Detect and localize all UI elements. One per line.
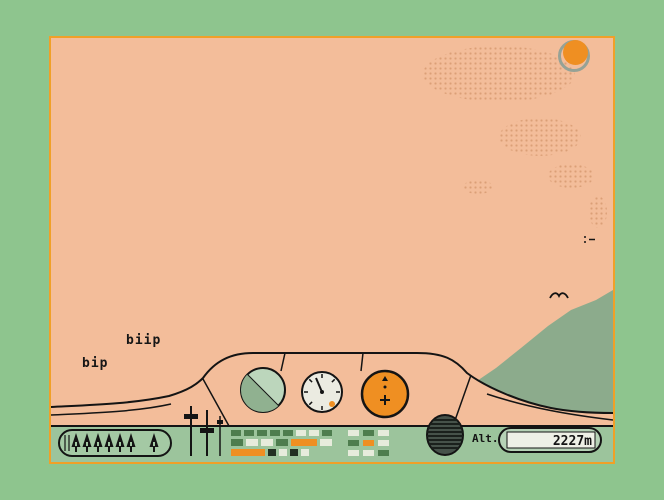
missile-icon [82,433,92,452]
missile-icon [149,433,159,452]
dashboard-seam [486,393,613,421]
dashboard-outline [51,352,613,414]
indicator-segment [378,440,389,446]
indicator-segment [363,450,374,456]
sound-effect-text: biip [126,333,162,348]
throttle-lever [184,406,198,456]
indicator-segment [290,449,298,456]
distant-bird-icon [584,236,595,243]
radar-gauge [240,367,286,413]
indicator-segment [231,430,241,436]
indicator-segment [378,450,389,456]
cloud-dither [548,164,594,188]
indicator-segment [322,430,332,436]
indicator-segment [231,439,243,446]
indicator-segment [348,450,359,456]
missile-icon [93,433,103,452]
cloud-dither [589,196,607,228]
indicator-segment [348,440,359,446]
bird-icon [549,292,569,299]
missile-icon [104,433,114,452]
indicator-lights [231,430,389,456]
indicator-segment [261,439,273,446]
cloud-dither [463,180,493,194]
indicator-segment [320,439,332,446]
indicator-segment [309,430,319,436]
indicator-segment [279,449,287,456]
gauge-warning-dot [329,401,335,407]
game-screen[interactable]: biip bip [49,36,615,464]
indicator-segment [231,449,265,456]
indicator-segment [244,430,254,436]
dashboard-seam [202,352,472,427]
missile-icon [115,433,125,452]
dashboard-seam [51,403,172,416]
indicator-segment [348,430,359,436]
indicator-segment [363,430,374,436]
compass-gauge [360,369,410,419]
sound-effect-text: bip [82,356,109,371]
indicator-segment [296,430,306,436]
clock-gauge [301,371,343,413]
speaker-grille-icon [426,414,464,456]
altimeter-value: 2227m [553,434,592,449]
indicator-segment [301,449,309,456]
throttle-lever [217,416,223,456]
cloud-dither [423,46,575,102]
indicator-segment [246,439,258,446]
indicator-segment [378,430,389,436]
cloud-dither [499,118,581,156]
cockpit-scene: Alt. 2227m [51,236,613,462]
altimeter-display: 2227m [498,427,602,453]
gauge-needle [315,377,323,393]
indicator-segment [268,449,276,456]
indicator-segment [363,440,374,446]
indicator-segment [283,430,293,436]
missile-icon [126,433,136,452]
indicator-segment [291,439,317,446]
throttle-lever [200,410,214,456]
indicator-segment [257,430,267,436]
sun-icon [563,40,588,65]
indicator-segment [276,439,288,446]
indicator-segment [270,430,280,436]
missile-rack [58,429,172,457]
altimeter-label: Alt. [472,432,499,445]
missile-icon [71,433,81,452]
